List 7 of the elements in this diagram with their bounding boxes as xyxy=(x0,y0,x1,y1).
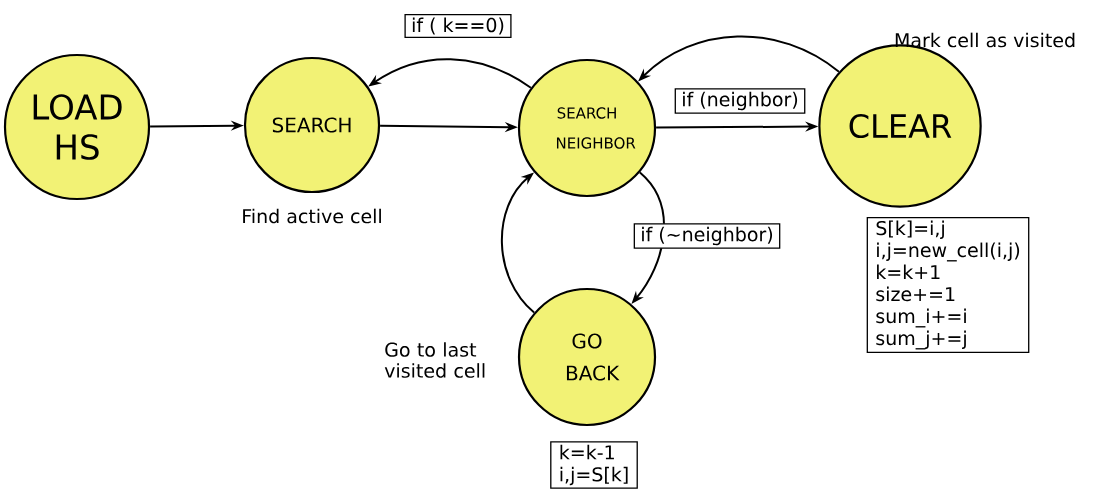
edge-label: if ( k==0) xyxy=(404,13,512,39)
edge-label: if (~neighbor) xyxy=(633,223,781,249)
code-box: S[k]=i,j i,j=new_cell(i,j) k=k+1 size+=1 sum_i+=i sum_j+=j xyxy=(866,216,1030,354)
edge-label: if (neighbor) xyxy=(674,88,806,114)
code-box: k=k-1 i,j=S[k] xyxy=(550,441,638,489)
annotation-text: Find active cell xyxy=(243,208,381,224)
annotation-text: Go to last visited cell xyxy=(384,342,485,378)
